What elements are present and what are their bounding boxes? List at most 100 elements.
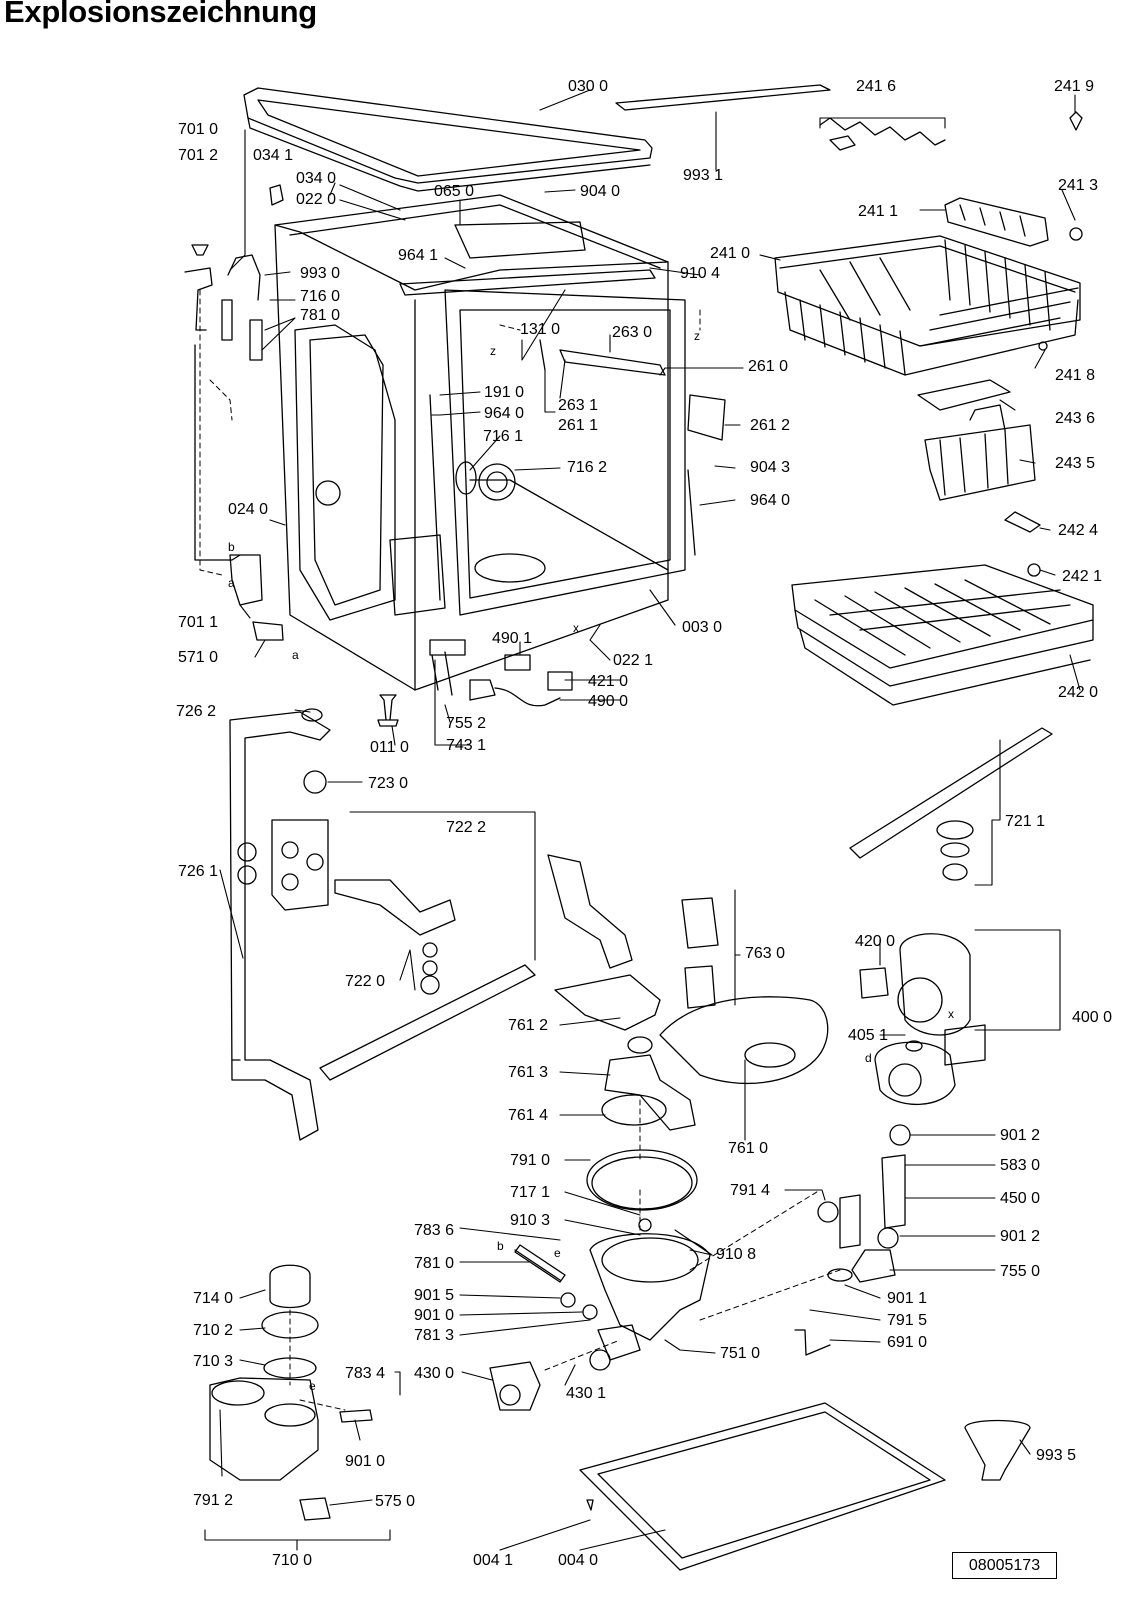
- part-label: 910 3: [510, 1212, 550, 1229]
- part-label: 241 0: [710, 245, 750, 262]
- leader-lines: [204, 89, 1081, 1551]
- part-label: 450 0: [1000, 1190, 1040, 1207]
- part-label: 716 1: [483, 428, 523, 445]
- part-label: 910 8: [716, 1246, 756, 1263]
- cup-rack: [944, 197, 1049, 247]
- part-label: 571 0: [178, 649, 218, 666]
- part-label: 791 4: [730, 1182, 770, 1199]
- part-label: 583 0: [1000, 1157, 1040, 1174]
- part-label: 964 1: [398, 247, 438, 264]
- part-label: 993 1: [683, 167, 723, 184]
- marker-letter: a: [292, 648, 299, 662]
- part-label: 901 0: [414, 1307, 454, 1324]
- lower-basket: [791, 564, 1094, 706]
- part-label: 993 0: [300, 265, 340, 282]
- part-label: 065 0: [434, 183, 474, 200]
- circulation-pipe: [229, 708, 331, 1141]
- marker-letter: z: [490, 344, 496, 358]
- part-label: 910 4: [680, 265, 720, 282]
- part-label: 755 2: [446, 715, 486, 732]
- part-label: 781 0: [300, 307, 340, 324]
- part-label: 791 0: [510, 1152, 550, 1169]
- tub-frame: [274, 194, 726, 691]
- part-label: 004 1: [473, 1552, 513, 1569]
- marker-letter: a: [228, 576, 235, 590]
- part-label: 751 0: [720, 1345, 760, 1362]
- part-label: 761 2: [508, 1017, 548, 1034]
- power-cable: [469, 654, 573, 707]
- part-label: 242 0: [1058, 684, 1098, 701]
- part-label: 781 0: [414, 1255, 454, 1272]
- part-label: 783 4: [345, 1365, 385, 1382]
- part-label: 242 4: [1058, 522, 1098, 539]
- basket-stop: [1038, 341, 1048, 351]
- part-label: 791 2: [193, 1492, 233, 1509]
- circulation-pump: [859, 933, 986, 1106]
- part-label: 022 1: [613, 652, 653, 669]
- part-label: 726 2: [176, 703, 216, 720]
- strip-part: [615, 84, 831, 111]
- part-label: 241 1: [858, 203, 898, 220]
- part-label: 904 0: [580, 183, 620, 200]
- marker-letter: z: [694, 329, 700, 343]
- part-label: 011 0: [370, 739, 409, 756]
- part-label: 701 2: [178, 147, 218, 164]
- part-label: 783 6: [414, 1222, 454, 1239]
- part-label: 761 0: [728, 1140, 768, 1157]
- seal-ring: [303, 770, 327, 794]
- part-label: 243 5: [1055, 455, 1095, 472]
- inlet-hoses: [184, 184, 284, 641]
- part-label: 701 0: [178, 121, 218, 138]
- part-label: 131 0: [520, 321, 560, 338]
- part-label: 024 0: [228, 501, 268, 518]
- part-labels: 030 0 993 1 241 6 241 9 701 0 701 2 034 …: [176, 78, 1112, 1569]
- cutlery-basket: [917, 379, 1036, 501]
- part-label: 791 5: [887, 1312, 927, 1329]
- part-label: 901 5: [414, 1287, 454, 1304]
- letter-markers: z z x b a a x d e b e: [228, 329, 954, 1393]
- part-label: 430 1: [566, 1385, 606, 1402]
- part-label: 030 0: [568, 78, 608, 95]
- part-label: 004 0: [558, 1552, 598, 1569]
- part-label: 901 2: [1000, 1127, 1040, 1144]
- salt-funnel: [964, 1419, 1031, 1481]
- marker-letter: x: [948, 1007, 954, 1021]
- part-label: 430 0: [414, 1365, 454, 1382]
- part-label: 964 0: [750, 492, 790, 509]
- part-label: 701 1: [178, 614, 218, 631]
- part-label: 743 1: [446, 737, 486, 754]
- top-cover: [243, 87, 653, 192]
- basket-wheel: [1069, 227, 1083, 241]
- part-label: 691 0: [887, 1334, 927, 1351]
- part-label: 034 0: [296, 170, 336, 187]
- foot-part: [377, 694, 399, 727]
- clip-part: [1004, 511, 1041, 533]
- part-label: 241 8: [1055, 367, 1095, 384]
- lower-spray-arm: [319, 879, 536, 1081]
- marker-letter: x: [573, 621, 579, 635]
- part-label: 993 5: [1036, 1447, 1076, 1464]
- part-label: 261 1: [558, 417, 598, 434]
- basket-rail-part: [819, 111, 1083, 151]
- drain-valve: [489, 1361, 541, 1411]
- part-label: 710 2: [193, 1322, 233, 1339]
- part-label: 261 2: [750, 417, 790, 434]
- part-label: 716 2: [567, 459, 607, 476]
- part-label: 781 3: [414, 1327, 454, 1344]
- part-label: 761 3: [508, 1064, 548, 1081]
- part-label: 901 1: [887, 1290, 927, 1307]
- part-label: 490 1: [492, 630, 532, 647]
- part-label: 763 0: [745, 945, 785, 962]
- heater-spring: [514, 1244, 598, 1320]
- distributor-block: [271, 819, 329, 911]
- water-softener: [209, 1264, 373, 1521]
- part-label: 721 1: [1005, 813, 1045, 830]
- base-tray: [579, 1402, 946, 1571]
- part-label: 034 1: [253, 147, 293, 164]
- marker-letter: b: [228, 540, 235, 554]
- part-label: 575 0: [375, 1493, 415, 1510]
- part-label: 710 3: [193, 1353, 233, 1370]
- document-number: 08005173: [952, 1552, 1057, 1579]
- part-label: 421 0: [588, 673, 628, 690]
